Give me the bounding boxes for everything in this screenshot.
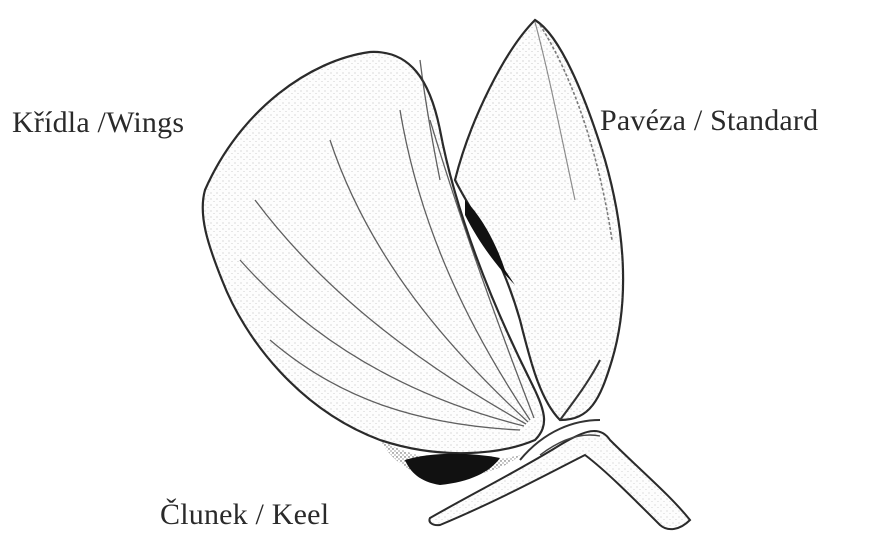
standard-label: Pavéza / Standard	[600, 104, 818, 138]
keel	[405, 454, 500, 485]
wings-label: Křídla /Wings	[12, 106, 184, 140]
keel-label: Člunek / Keel	[160, 498, 329, 532]
